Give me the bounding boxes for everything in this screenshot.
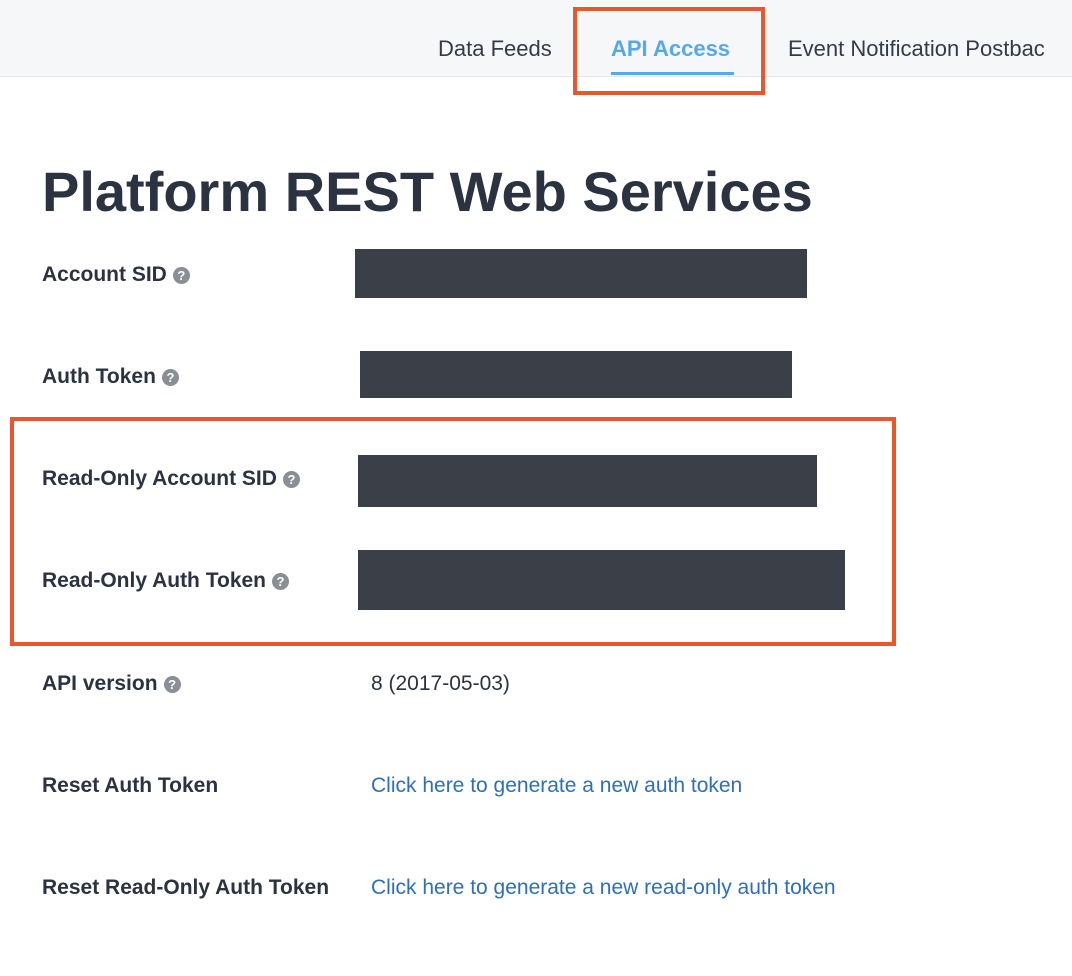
auth-token-label: Auth Token ? bbox=[42, 363, 179, 391]
read-only-credentials-highlight-box bbox=[10, 417, 896, 646]
readonly-auth-token-label-text: Read-Only Auth Token bbox=[42, 569, 267, 592]
readonly-account-sid-label: Read-Only Account SID ? bbox=[42, 465, 300, 493]
tab-event-notification-postback[interactable]: Event Notification Postbac bbox=[788, 36, 1045, 61]
account-sid-redacted-value bbox=[355, 249, 807, 298]
active-tab-indicator bbox=[611, 72, 734, 75]
help-icon[interactable]: ? bbox=[272, 572, 290, 590]
api-version-value: 8 (2017-05-03) bbox=[371, 672, 510, 695]
api-version-label-text: API version bbox=[42, 672, 158, 695]
auth-token-label-text: Auth Token bbox=[42, 365, 156, 388]
auth-token-redacted-value bbox=[360, 351, 792, 398]
api-version-label: API version ? bbox=[42, 670, 181, 698]
reset-readonly-auth-token-link[interactable]: Click here to generate a new read-only a… bbox=[371, 876, 836, 899]
help-icon[interactable]: ? bbox=[282, 470, 300, 488]
reset-readonly-auth-token-label: Reset Read-Only Auth Token bbox=[42, 874, 329, 902]
readonly-auth-token-label: Read-Only Auth Token ? bbox=[42, 567, 290, 595]
page-title: Platform REST Web Services bbox=[42, 160, 813, 223]
reset-readonly-auth-token-label-text: Reset Read-Only Auth Token bbox=[42, 876, 330, 899]
reset-auth-token-label-text: Reset Auth Token bbox=[42, 774, 219, 797]
tab-data-feeds[interactable]: Data Feeds bbox=[438, 36, 552, 61]
help-icon[interactable]: ? bbox=[161, 368, 179, 386]
readonly-account-sid-redacted-value bbox=[358, 455, 817, 507]
reset-auth-token-label: Reset Auth Token bbox=[42, 772, 218, 800]
tab-api-access[interactable]: API Access bbox=[611, 36, 731, 61]
readonly-auth-token-redacted-value bbox=[358, 550, 845, 610]
readonly-account-sid-label-text: Read-Only Account SID bbox=[42, 467, 277, 490]
help-icon[interactable]: ? bbox=[163, 675, 181, 693]
help-icon[interactable]: ? bbox=[172, 266, 190, 284]
account-sid-label: Account SID ? bbox=[42, 261, 190, 289]
reset-auth-token-link[interactable]: Click here to generate a new auth token bbox=[371, 774, 743, 797]
account-sid-label-text: Account SID bbox=[42, 263, 167, 286]
tab-bar: Data Feeds API Access Event Notification… bbox=[0, 0, 1072, 77]
